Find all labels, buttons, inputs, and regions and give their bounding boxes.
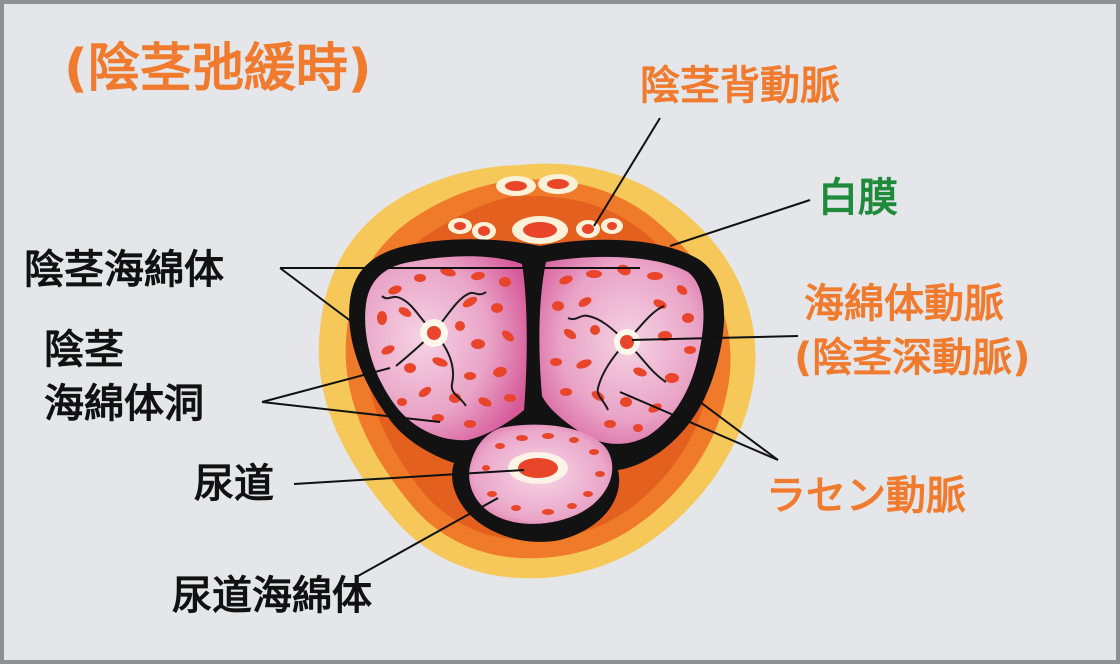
label-dorsal-artery: 陰茎背動脈 <box>640 63 840 109</box>
label-helicine-artery: ラセン動脈 <box>766 473 966 519</box>
label-tunica-albuginea: 白膜 <box>818 175 898 221</box>
spongiosum-spots <box>482 433 605 515</box>
right-sinus-spots <box>550 264 696 432</box>
label-corpus-cavernosum: 陰茎海綿体 <box>24 247 224 293</box>
label-sinusoid-line2: 海綿体洞 <box>44 381 204 427</box>
label-urethra: 尿道 <box>194 461 274 507</box>
left-sinus-spots <box>377 267 516 428</box>
label-deep-artery: (陰茎深動脈) <box>794 335 1031 381</box>
label-cavernous-artery: 海綿体動脈 <box>804 281 1004 327</box>
label-corpus-spongiosum: 尿道海綿体 <box>172 573 372 619</box>
diagram-title: (陰茎弛緩時) <box>64 39 372 99</box>
urethra-lumen <box>508 452 568 484</box>
leader-lines <box>261 117 811 577</box>
dorsal-vessels <box>448 174 623 244</box>
cavernous-arteries <box>420 319 640 355</box>
label-sinusoid-line1: 陰茎 <box>44 327 124 373</box>
